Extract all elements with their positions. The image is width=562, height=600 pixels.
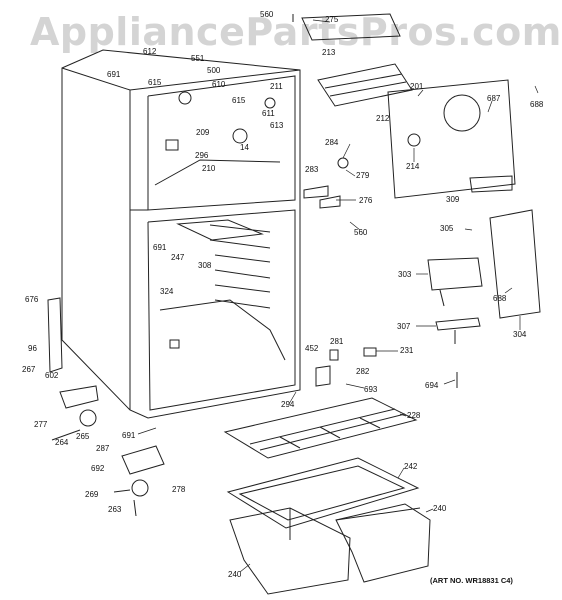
damper-housing [427, 257, 483, 291]
part-label: 283 [305, 165, 319, 174]
part-label: 560 [260, 10, 274, 19]
part-label: 282 [356, 367, 370, 376]
freezer-shelf [176, 219, 264, 241]
cabinet [61, 49, 301, 419]
part-label: 278 [172, 485, 186, 494]
part-label: 279 [356, 171, 370, 180]
part-label: 201 [410, 82, 424, 91]
leader-lines [137, 19, 539, 573]
part-label: 212 [376, 114, 390, 123]
control-bracket [435, 317, 481, 331]
part-label: 692 [91, 464, 105, 473]
part-label: 214 [406, 162, 420, 171]
part-label: 294 [281, 400, 295, 409]
top-cover [301, 13, 401, 41]
part-label: 303 [398, 270, 412, 279]
crisper-drawer-right [335, 503, 431, 583]
part-label: 14 [240, 143, 249, 152]
part-label: 602 [45, 371, 59, 380]
art-number: (ART NO. WR18831 C4) [430, 576, 513, 585]
part-label: 452 [305, 344, 319, 353]
part-label: 687 [487, 94, 501, 103]
part-label: 231 [400, 346, 414, 355]
part-label: 694 [425, 381, 439, 390]
part-label: 309 [446, 195, 460, 204]
part-label: 560 [354, 228, 368, 237]
part-label: 691 [107, 70, 121, 79]
part-label: 611 [262, 109, 275, 118]
part-label: 688 [493, 294, 507, 303]
part-label: 240 [433, 504, 447, 513]
part-label: 693 [364, 385, 378, 394]
part-label: 287 [96, 444, 110, 453]
part-label: 691 [122, 431, 136, 440]
part-label: 263 [108, 505, 122, 514]
part-label: 213 [322, 48, 336, 57]
part-label: 691 [153, 243, 167, 252]
part-label: 281 [330, 337, 344, 346]
part-label: 247 [171, 253, 185, 262]
label-plate [469, 175, 513, 193]
part-label: 284 [325, 138, 339, 147]
part-label: 209 [196, 128, 210, 137]
part-label: 324 [160, 287, 174, 296]
part-label: 307 [397, 322, 411, 331]
part-label: 210 [202, 164, 216, 173]
left-hinge-parts [47, 297, 165, 517]
part-label: 304 [513, 330, 527, 339]
crisper-cover [226, 457, 420, 529]
small-parts [178, 14, 458, 388]
wire-shelf [223, 397, 418, 459]
air-duct [317, 63, 413, 107]
part-label: 615 [148, 78, 162, 87]
evaporator-panel [387, 79, 516, 199]
part-label: 275 [325, 15, 339, 24]
part-label: 305 [440, 224, 454, 233]
part-label: 500 [207, 66, 221, 75]
part-label: 264 [55, 438, 69, 447]
part-label: 96 [28, 344, 37, 353]
part-label: 615 [232, 96, 246, 105]
part-label: 265 [76, 432, 90, 441]
fresh-food-duct [489, 209, 541, 319]
watermark: AppliancePartsPros.com [30, 10, 562, 54]
part-label: 613 [270, 121, 284, 130]
part-label: 228 [407, 411, 421, 420]
part-label: 242 [404, 462, 418, 471]
part-label: 308 [198, 261, 212, 270]
part-label: 688 [530, 100, 544, 109]
part-label: 612 [143, 47, 157, 56]
part-label: 269 [85, 490, 99, 499]
part-label: 276 [359, 196, 373, 205]
part-label: 277 [34, 420, 48, 429]
crisper-drawer-left [229, 507, 351, 595]
part-label: 240 [228, 570, 242, 579]
part-label: 211 [270, 82, 283, 91]
part-label: 296 [195, 151, 209, 160]
part-label: 267 [22, 365, 36, 374]
part-label: 610 [212, 80, 226, 89]
part-label: 551 [191, 54, 205, 63]
part-label: 676 [25, 295, 39, 304]
